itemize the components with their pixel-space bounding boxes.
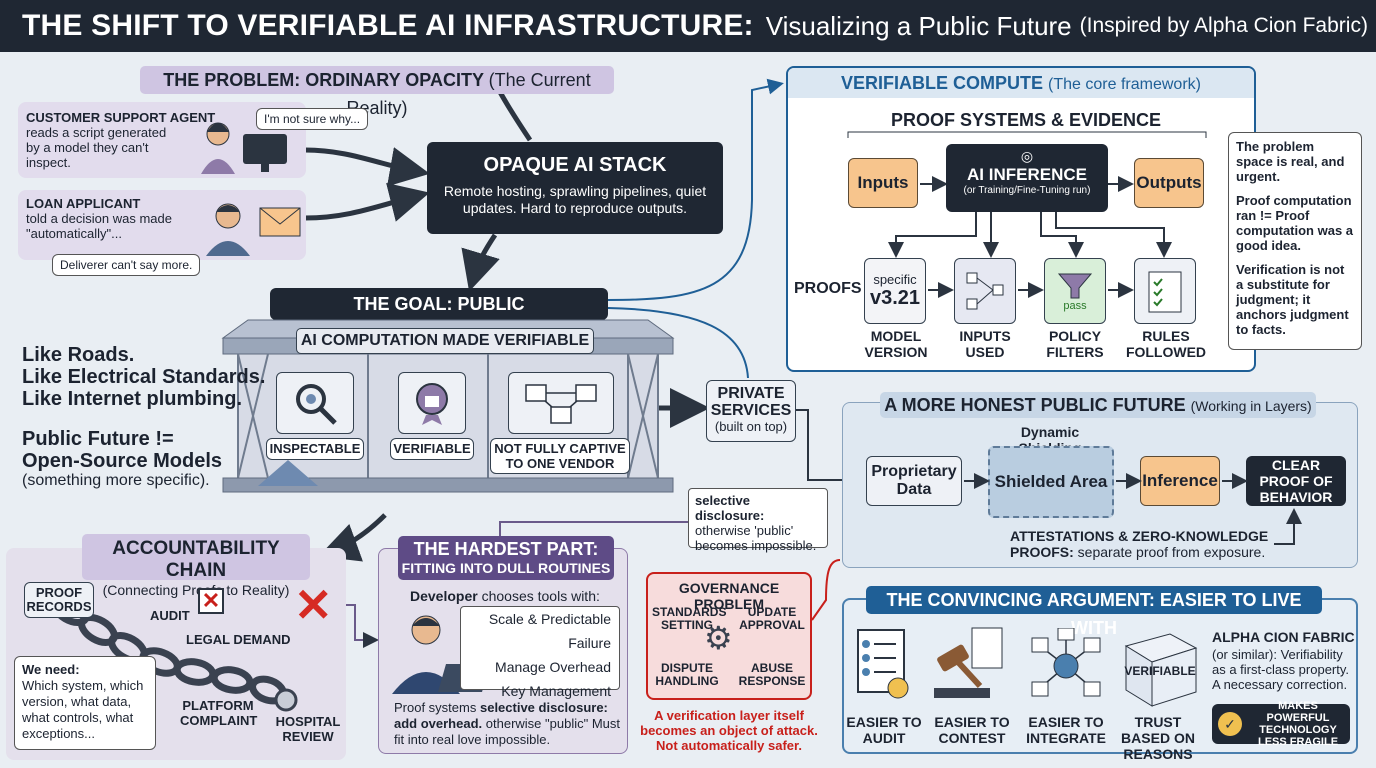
verifiable-icon xyxy=(398,372,466,434)
tool-scale: Scale & Predictable Failure xyxy=(488,611,611,651)
inference-box: Inference xyxy=(1140,456,1220,506)
governance-title: GOVERNANCE PROBLEM xyxy=(678,580,780,612)
governance-warning: A verification layer itself becomes an o… xyxy=(640,708,818,753)
loan-applicant-icon xyxy=(206,203,301,256)
page-note: (Inspired by Alpha Cion Fabric) xyxy=(1079,14,1368,37)
convincing-trust: TRUST BASED ON REASONS xyxy=(1121,714,1195,762)
pillar-inspectable: INSPECTABLE xyxy=(266,438,364,460)
gears-icon: ⚙ xyxy=(704,620,733,656)
convincing-panel xyxy=(842,598,1358,754)
attestations-note: ATTESTATIONS & ZERO-KNOWLEDGE PROOFS: se… xyxy=(1010,528,1269,560)
verifiable-cube-icon xyxy=(1124,633,1198,707)
tool-overhead: Manage Overhead xyxy=(495,659,611,675)
like-electrical: Like Electrical Standards. xyxy=(22,366,266,388)
proof-return-arrow xyxy=(1274,508,1302,545)
pillar-not-captive: NOT FULLY CAPTIVE TO ONE VENDOR xyxy=(490,438,630,474)
hardest-part-title: THE HARDEST PART: FITTING INTO DULL ROUT… xyxy=(398,536,614,580)
public-future-note: Public Future != Open-Source Models (som… xyxy=(22,428,223,489)
gov-update: UPDATE APPROVAL xyxy=(739,605,805,632)
side-note-3: Verification is not a substitute for jud… xyxy=(1236,262,1349,337)
gov-standards: STANDARDS SETTING xyxy=(652,605,727,632)
chain-audit: AUDIT xyxy=(150,608,190,623)
gov-dispute: DISPUTE HANDLING xyxy=(655,661,719,688)
vendor-network-icon xyxy=(508,372,614,434)
we-need-bubble: We need: Which system, which version, wh… xyxy=(14,656,156,750)
convincing-contest: EASIER TO CONTEST xyxy=(934,714,1010,746)
goal-title: THE GOAL: PUBLIC INFRASTRUCTURE xyxy=(270,288,608,346)
likes-list: Like Roads. Like Electrical Standards. L… xyxy=(22,344,265,410)
proprietary-data-box: Proprietary Data xyxy=(866,456,962,506)
private-services-box: PRIVATE SERVICES (built on top) xyxy=(706,380,796,442)
problem-title: THE PROBLEM: ORDINARY OPACITY (The Curre… xyxy=(140,66,614,118)
proof-records-box: PROOF RECORDS xyxy=(24,582,94,618)
side-note-2: Proof computation ran != Proof computati… xyxy=(1236,193,1354,253)
award-icon: ✓ xyxy=(1218,712,1242,736)
convincing-integrate: EASIER TO INTEGRATE xyxy=(1026,714,1106,746)
compute-side-notes: The problem space is real, and urgent. P… xyxy=(1228,132,1362,350)
opaque-ai-stack: OPAQUE AI STACK Remote hosting, sprawlin… xyxy=(427,142,723,234)
proof-arrows xyxy=(928,282,1134,298)
support-agent-icon xyxy=(201,122,287,174)
chain-platform-complaint: PLATFORM COMPLAINT xyxy=(180,698,258,728)
checklist-icon xyxy=(1134,258,1196,324)
chain-illustration xyxy=(50,594,298,712)
ai-inference-box: ◎ AI INFERENCE (or Training/Fine-Tuning … xyxy=(946,144,1108,212)
compute-title: VERIFIABLE COMPUTE (The core framework) xyxy=(788,68,1254,98)
page-subtitle: Visualizing a Public Future xyxy=(765,10,1072,41)
like-internet: Like Internet plumbing. xyxy=(22,388,243,410)
model-version-card: specific v3.21 xyxy=(864,258,926,324)
inputs-box: Inputs xyxy=(848,158,918,208)
governance-panel xyxy=(646,572,812,700)
page-title: THE SHIFT TO VERIFIABLE AI INFRASTRUCTUR… xyxy=(22,9,754,42)
pillar-verifiable: VERIFIABLE xyxy=(390,438,474,460)
convincing-title: THE CONVINCING ARGUMENT: EASIER TO LIVE … xyxy=(866,586,1322,638)
loan-applicant-card: LOAN APPLICANT told a decision was made … xyxy=(18,190,306,260)
integration-network-icon xyxy=(1031,628,1101,697)
tool-keys: Key Management xyxy=(501,683,611,699)
page-header: THE SHIFT TO VERIFIABLE AI INFRASTRUCTUR… xyxy=(0,0,1376,52)
cube-label: VERIFIABLE xyxy=(1124,664,1196,678)
loan-speech-bubble: Deliverer can't say more. xyxy=(52,254,201,276)
compute-arrows xyxy=(847,131,1207,258)
proof-model-version: MODEL VERSION xyxy=(864,328,928,360)
fragile-badge: ✓ MAKES POWERFUL TECHNOLOGY LESS FRAGILE xyxy=(1212,700,1350,748)
agent-speech-bubble: I'm not sure why... xyxy=(256,108,369,130)
gov-abuse: ABUSE RESPONSE xyxy=(738,661,806,688)
audit-fail-icon: ✕ xyxy=(198,588,224,614)
side-note-1: The problem space is real, and urgent. xyxy=(1236,139,1345,184)
chain-legal-demand: LEGAL DEMAND xyxy=(186,632,291,647)
gavel-icon xyxy=(934,627,1003,698)
clear-proof-box: CLEAR PROOF OF BEHAVIOR xyxy=(1246,456,1346,506)
outputs-box: Outputs xyxy=(1134,158,1204,208)
hardest-footer: Proof systems selective disclosure: add … xyxy=(394,700,620,747)
developer-line: Developer chooses tools with: xyxy=(410,588,600,604)
honest-arrows xyxy=(964,473,1248,489)
policy-filter-icon: pass xyxy=(1044,258,1106,324)
fabric-note: ALPHA CION FABRIC (or similar): Verifiab… xyxy=(1212,629,1355,693)
customer-support-card: CUSTOMER SUPPORT AGENT reads a script ge… xyxy=(18,102,306,178)
convincing-audit: EASIER TO AUDIT xyxy=(846,714,922,746)
inspectable-icon xyxy=(276,372,354,434)
honest-future-title: A MORE HONEST PUBLIC FUTURE (Working in … xyxy=(880,392,1316,418)
like-roads: Like Roads. xyxy=(22,344,135,366)
accountability-title: ACCOUNTABILITY CHAIN (Connecting Proofs … xyxy=(82,534,310,598)
inputs-used-icon xyxy=(954,258,1016,324)
audit-document-icon xyxy=(857,629,909,699)
verifiable-banner: AI COMPUTATION MADE VERIFIABLE xyxy=(296,328,594,354)
selective-disclosure-note: selective disclosure: otherwise 'public'… xyxy=(688,488,828,553)
proof-inputs-used: INPUTS USED xyxy=(959,328,1011,360)
legal-fail-icon: ✕ xyxy=(294,579,333,631)
proof-policy-filters: POLICY FILTERS xyxy=(1046,328,1104,360)
tools-list: Scale & Predictable Failure Manage Overh… xyxy=(460,606,620,699)
proof-rules-followed: RULES FOLLOWED xyxy=(1125,328,1207,360)
brain-icon: ◎ xyxy=(1020,148,1034,164)
shielded-area-box: Shielded Area xyxy=(988,446,1114,518)
chain-hospital-review: HOSPITAL REVIEW xyxy=(275,714,341,744)
compute-subtitle: PROOF SYSTEMS & EVIDENCE xyxy=(890,110,1162,130)
